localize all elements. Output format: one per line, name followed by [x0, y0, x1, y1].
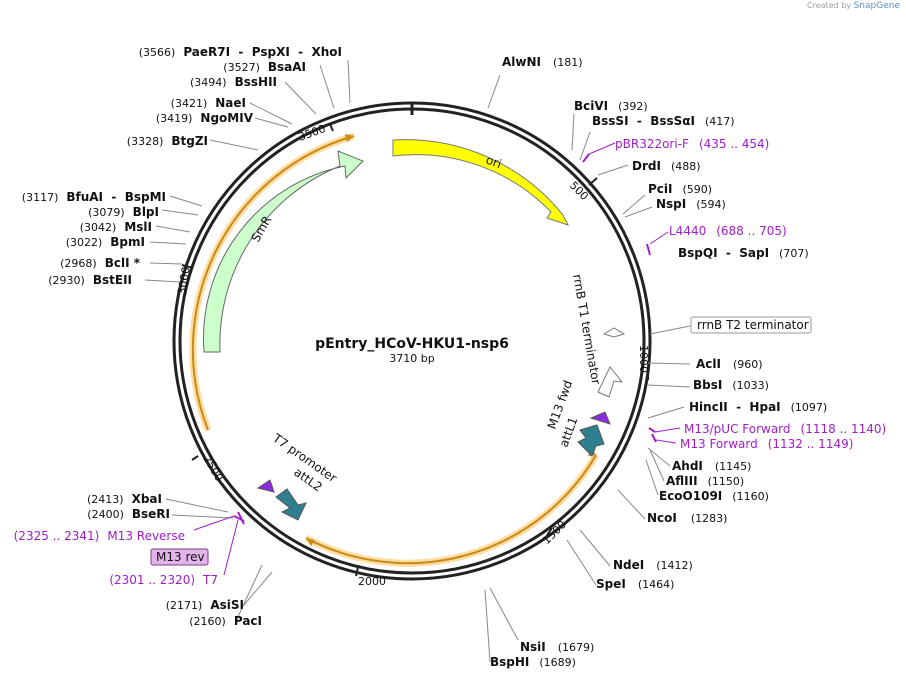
site-paer7i: (3566)PaeR7I - PspXI - XhoI [139, 45, 342, 59]
feature-attl1 [577, 424, 605, 457]
feature-rrnb-t1-label: rrnB T1 terminator [570, 273, 603, 385]
site-spei: SpeI(1464) [596, 577, 674, 591]
plasmid-name: pEntry_HCoV-HKU1-nsp6 [315, 336, 509, 352]
tick-label-500: 500 [567, 179, 591, 203]
insert-line-upper [191, 135, 355, 431]
site-asisi: (2171)AsiSI [166, 598, 244, 612]
site-ngomiv: (3419)NgoMIV [156, 111, 254, 125]
m13-rev-label-box [150, 548, 209, 566]
tick-marks [181, 123, 649, 577]
tick-label-2000: 2000 [358, 575, 386, 588]
site-naei: (3421)NaeI [171, 96, 246, 110]
site-bbsi: BbsI(1033) [693, 378, 769, 392]
feature-attl2 [275, 488, 307, 521]
tick-label-3000: 3000 [175, 266, 193, 296]
feature-m13-fwd [589, 411, 611, 425]
primer-pbr322ori-f: pBR322ori-F(435 .. 454) [615, 137, 769, 151]
site-blpi: (3079)BlpI [88, 205, 159, 219]
plasmid-length: 3710 bp [389, 352, 434, 365]
credit: Created by SnapGene [807, 1, 900, 11]
site-bsphi: BspHI(1689) [490, 655, 576, 669]
site-ndei: NdeI(1412) [613, 558, 693, 572]
feature-rrnb-t2-label: rrnB T2 terminator [697, 318, 809, 332]
site-nsii: NsiI(1679) [520, 640, 594, 654]
credit-prefix: Created by [807, 1, 852, 10]
feature-smr [203, 150, 364, 353]
site-pcii: PciI(590) [648, 182, 712, 196]
site-msli: (3042)MslI [80, 220, 152, 234]
tick-label-2500: 2500 [200, 453, 225, 484]
primer-t7: (2301 .. 2320)T7 [109, 573, 218, 587]
site-bpmi: (3022)BpmI [66, 235, 145, 249]
tick-label-3500: 3500 [297, 122, 328, 144]
site-ncoi: NcoI(1283) [647, 511, 727, 525]
site-bsaai: (3527)BsaAI [223, 60, 306, 74]
site-bsshii: (3494)BssHII [190, 75, 277, 89]
site-btgzi: (3328)BtgZI [127, 134, 208, 148]
site-bcli: (2968)BclI * [60, 256, 141, 270]
insert-arrowhead-top [345, 134, 354, 142]
site-paci: (2160)PacI [189, 614, 262, 628]
insert-arrowhead-left [306, 538, 315, 546]
site-ahdi: AhdI(1145) [672, 459, 751, 473]
rrnb-t2-label-box [690, 316, 812, 334]
site-bspqi: BspQI - SapI(707) [678, 246, 809, 260]
leader-lines [144, 59, 691, 663]
primer-leaders [193, 142, 681, 576]
primer-m13-forward: M13 Forward(1132 .. 1149) [680, 437, 853, 451]
feature-ori-label: ori [484, 153, 503, 171]
feature-ori [392, 139, 569, 226]
site-afliii: AflIII(1150) [666, 474, 744, 488]
site-drdi: DrdI(488) [632, 159, 701, 173]
feature-rrnb-t2 [602, 327, 626, 338]
primer-m13-puc-forward: M13/pUC Forward(1118 .. 1140) [684, 422, 886, 436]
site-bfuai: (3117)BfuAI - BspMI [22, 190, 166, 204]
site-acli: AclI(960) [696, 357, 763, 371]
primer-l4440: L4440(688 .. 705) [669, 224, 787, 238]
credit-brand: SnapGene [853, 1, 900, 11]
site-bsssi: BssSI - BssSαI(417) [592, 114, 735, 128]
site-bseri: (2400)BseRI [87, 507, 170, 521]
primer-m13-reverse: (2325 .. 2341)M13 Reverse [14, 529, 185, 543]
tick-label-1000: 1000 [637, 345, 650, 373]
site-xbai: (2413)XbaI [87, 492, 162, 506]
feature-m13-rev-label: M13 rev [156, 550, 205, 564]
site-hincii: HincII - HpaI(1097) [689, 400, 827, 414]
insert-line-lower [305, 454, 597, 565]
site-alwni: AlwNI(181) [502, 55, 583, 69]
site-nspi: NspI(594) [656, 197, 726, 211]
feature-t7-promoter [256, 479, 275, 493]
site-bcivi: BciVI(392) [574, 99, 648, 113]
feature-rrnb-t1 [597, 366, 624, 398]
site-ecoo109i: EcoO109I(1160) [659, 489, 769, 503]
site-bsteii: (2930)BstEII [48, 273, 132, 287]
primer-ticks [233, 153, 657, 525]
